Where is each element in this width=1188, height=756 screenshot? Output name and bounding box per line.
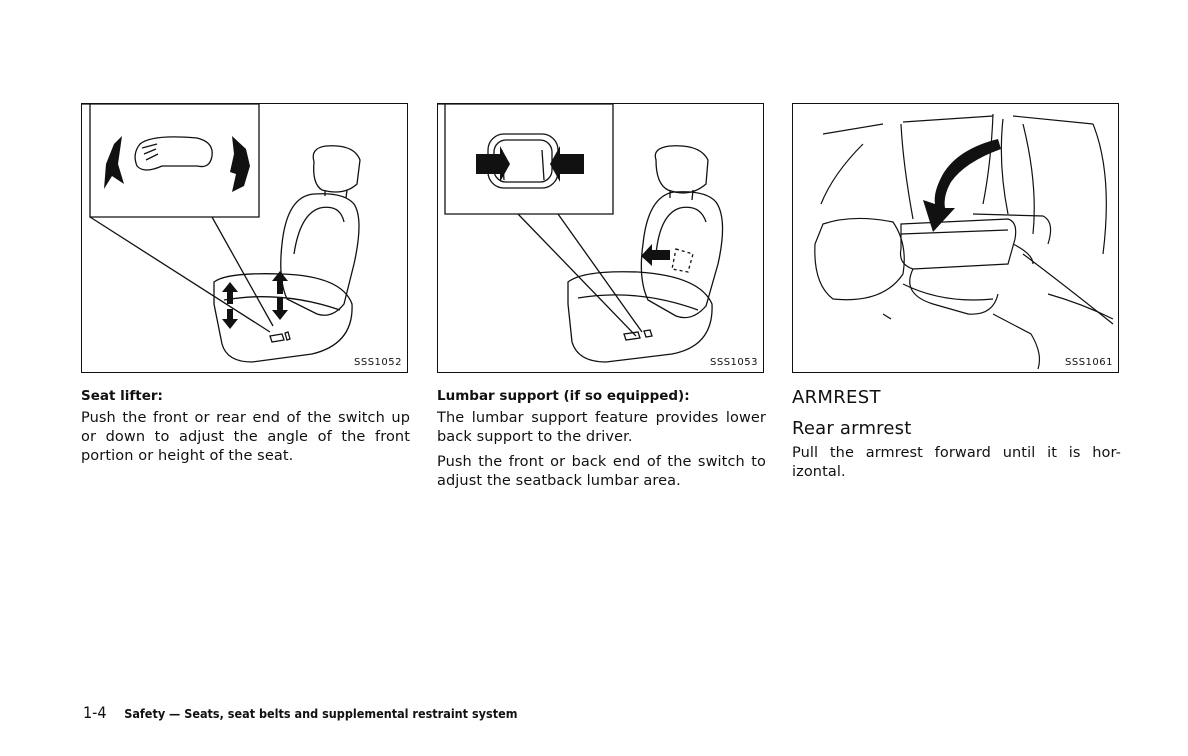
column-lumbar-support: SSS1053 Lumbar support (if so equipped):…: [437, 103, 766, 491]
armrest-text: Pull the armrest forward until it is hor…: [792, 445, 1121, 480]
lumbar-illustration: [438, 104, 724, 363]
footer-section-title: Safety — Seats, seat belts and supplemen…: [124, 706, 518, 721]
column-seat-lifter: SSS1052 Seat lifter: Push the front or r…: [81, 103, 410, 466]
lumbar-text-1: The lumbar support feature provides lowe…: [437, 410, 766, 445]
lumbar-figure: SSS1053: [437, 103, 764, 373]
figure-code: SSS1061: [1065, 357, 1113, 368]
figure-code: SSS1053: [710, 357, 758, 368]
page-number: 1-4: [83, 703, 107, 722]
seat-lifter-text: Push the front or rear end of the switch…: [81, 410, 410, 464]
column-armrest: SSS1061 ARMREST Rear armrest Pull the ar…: [792, 103, 1121, 482]
page-footer: 1-4 Safety — Seats, seat belts and suppl…: [83, 703, 517, 722]
armrest-illustration: [814, 113, 1114, 370]
armrest-figure: SSS1061: [792, 103, 1119, 373]
seat-lifter-figure: SSS1052: [81, 103, 408, 373]
lumbar-text-2: Push the front or back end of the switch…: [437, 454, 766, 489]
rear-armrest-subtitle: Rear armrest: [792, 418, 912, 439]
seat-lifter-heading: Seat lifter:: [81, 388, 163, 404]
armrest-section-title: ARMREST: [792, 387, 881, 408]
figure-code: SSS1052: [354, 357, 402, 368]
lumbar-heading: Lumbar support (if so equipped):: [437, 388, 690, 404]
seat-lifter-illustration: [82, 104, 361, 363]
